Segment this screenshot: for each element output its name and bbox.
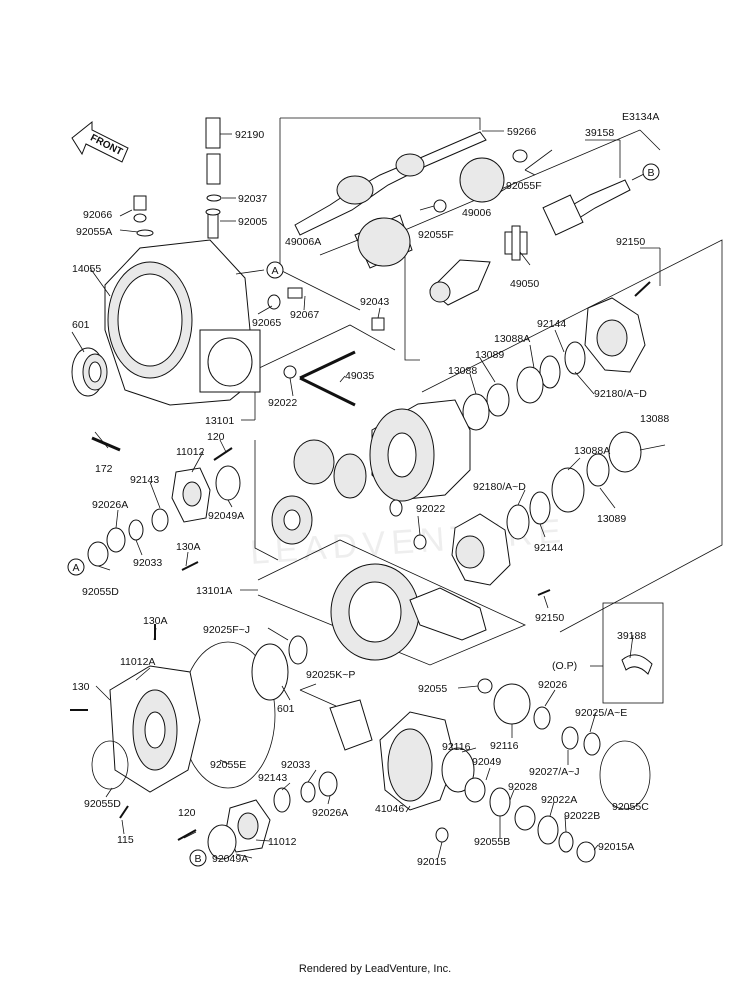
part-label[interactable]: 92055B — [474, 836, 510, 848]
part-label[interactable]: 11012 — [176, 446, 205, 458]
part-label[interactable]: 92190 — [235, 129, 264, 141]
part-label[interactable]: 49035 — [345, 370, 374, 382]
part-drawings — [70, 117, 653, 863]
part-label[interactable]: 92049A — [212, 853, 248, 865]
part-label[interactable]: 115 — [117, 834, 134, 846]
part-label[interactable]: 92066 — [83, 209, 112, 221]
part-label[interactable]: 92065 — [252, 317, 281, 329]
part-label[interactable]: 92037 — [238, 193, 267, 205]
part-label[interactable]: 92022B — [564, 810, 600, 822]
part-label[interactable]: 13088 — [448, 365, 477, 377]
part-label[interactable]: 92005 — [238, 216, 267, 228]
part-label[interactable]: 92049A — [208, 510, 244, 522]
part-label[interactable]: 130A — [143, 615, 168, 627]
part-label[interactable]: 13088A — [574, 445, 610, 457]
part-label[interactable]: 92055C — [612, 801, 649, 813]
part-label[interactable]: 92026A — [92, 499, 128, 511]
part-label[interactable]: 92027/A~J — [529, 766, 580, 778]
part-label[interactable]: 11012 — [268, 836, 297, 848]
callout-b-upper — [642, 163, 660, 181]
part-label[interactable]: 92026A — [312, 807, 348, 819]
part-label[interactable]: 92055D — [84, 798, 121, 810]
part-label[interactable]: 92055E — [210, 759, 246, 771]
callout-a-upper — [266, 261, 284, 279]
part-label[interactable]: 13088 — [640, 413, 669, 425]
footer-credit: Rendered by LeadVenture, Inc. — [299, 963, 451, 975]
part-label[interactable]: (O.P) — [552, 660, 577, 672]
part-label[interactable]: 92022A — [541, 794, 577, 806]
part-label[interactable]: 13089 — [475, 349, 504, 361]
part-label[interactable]: 13101A — [196, 585, 232, 597]
part-label[interactable]: 92025/A~E — [575, 707, 627, 719]
leader-lines — [71, 130, 666, 859]
part-label[interactable]: 92055F — [418, 229, 454, 241]
part-label[interactable]: 92043 — [360, 296, 389, 308]
callout-b-upper-label: B — [647, 167, 654, 179]
part-label[interactable]: 601 — [277, 703, 295, 715]
part-label[interactable]: 120 — [178, 807, 196, 819]
part-label[interactable]: 92180/A~D — [594, 388, 647, 400]
part-label[interactable]: 92022 — [416, 503, 445, 515]
part-labels: 92190 92037 92005 92066 92055A 14055 601… — [72, 126, 669, 868]
callout-a-lower-label: A — [72, 562, 79, 574]
part-label[interactable]: 92028 — [508, 781, 537, 793]
part-label[interactable]: 92015 — [417, 856, 446, 868]
callouts: A B A B — [67, 163, 660, 867]
part-label[interactable]: 92144 — [534, 542, 563, 554]
part-label[interactable]: 92055D — [82, 586, 119, 598]
part-label[interactable]: 49006 — [462, 207, 491, 219]
part-label[interactable]: 39158 — [585, 127, 614, 139]
part-label[interactable]: 49006A — [285, 236, 321, 248]
part-label[interactable]: 92025K~P — [306, 669, 355, 681]
callout-b-lower — [189, 849, 207, 867]
part-label[interactable]: 92116 — [442, 741, 471, 753]
part-label[interactable]: 92049 — [472, 756, 501, 768]
part-label[interactable]: 92033 — [133, 557, 162, 569]
part-label[interactable]: 92144 — [537, 318, 566, 330]
part-label[interactable]: 92015A — [598, 841, 634, 853]
part-label[interactable]: 92150 — [535, 612, 564, 624]
part-label[interactable]: 92055 — [418, 683, 447, 695]
part-label[interactable]: 13088A — [494, 333, 530, 345]
part-label[interactable]: 92143 — [130, 474, 159, 486]
callout-b-lower-label: B — [194, 853, 201, 865]
part-label[interactable]: 92055F — [506, 180, 542, 192]
part-label[interactable]: 130 — [72, 681, 90, 693]
part-label[interactable]: 13101 — [205, 415, 234, 427]
part-label[interactable]: 92022 — [268, 397, 297, 409]
part-label[interactable]: 92055A — [76, 226, 112, 238]
part-label[interactable]: 92025F~J — [203, 624, 250, 636]
callout-a-upper-label: A — [271, 265, 278, 277]
part-label[interactable]: 11012A — [120, 656, 155, 668]
part-label[interactable]: 41046 — [375, 803, 404, 815]
part-label[interactable]: 59266 — [507, 126, 536, 138]
part-label[interactable]: 39188 — [617, 630, 646, 642]
front-arrow: FRONT — [71, 120, 129, 163]
part-label[interactable]: 92150 — [616, 236, 645, 248]
part-label[interactable]: 49050 — [510, 278, 539, 290]
part-label[interactable]: 92180/A~D — [473, 481, 526, 493]
part-label[interactable]: 172 — [95, 463, 113, 475]
diagram-code: E3134A — [622, 111, 659, 123]
part-label[interactable]: 92067 — [290, 309, 319, 321]
part-label[interactable]: 14055 — [72, 263, 101, 275]
group-frames — [254, 117, 723, 704]
part-label[interactable]: 92033 — [281, 759, 310, 771]
part-label[interactable]: 120 — [207, 431, 225, 443]
callout-a-lower — [67, 558, 85, 576]
part-label[interactable]: 130A — [176, 541, 201, 553]
part-label[interactable]: 13089 — [597, 513, 626, 525]
part-label[interactable]: 92116 — [490, 740, 519, 752]
part-label[interactable]: 601 — [72, 319, 90, 331]
part-label[interactable]: 92026 — [538, 679, 567, 691]
part-label[interactable]: 92143 — [258, 772, 287, 784]
